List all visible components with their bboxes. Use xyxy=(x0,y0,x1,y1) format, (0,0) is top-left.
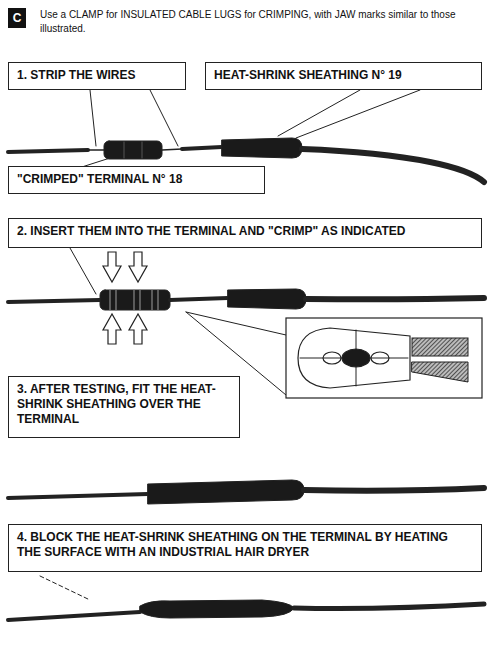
box-text: HEAT-SHRINK SHEATHING N° 19 xyxy=(214,68,473,83)
box-text: 4. BLOCK THE HEAT-SHRINK SHEATHING ON TH… xyxy=(17,530,473,560)
part-label-box: "CRIMPED" TERMINAL N° 18 xyxy=(8,166,265,194)
crimping-jaw xyxy=(298,328,410,388)
section-letter: C xyxy=(8,8,26,28)
box-text: "CRIMPED" TERMINAL N° 18 xyxy=(17,172,256,187)
instruction-note: Use a CLAMP for INSULATED CABLE LUGS for… xyxy=(40,8,480,36)
jaw-handle xyxy=(412,362,468,382)
terminal xyxy=(104,141,162,159)
jaw-handle xyxy=(412,338,468,356)
step-box: 1. STRIP THE WIRES xyxy=(8,62,186,90)
box-text: 1. STRIP THE WIRES xyxy=(17,68,177,83)
step-box: 3. AFTER TESTING, FIT THE HEAT-SHRINK SH… xyxy=(8,376,240,438)
heat-shrink-sheathing xyxy=(228,289,306,309)
wire xyxy=(8,150,88,152)
heat-shrink-sheathing xyxy=(222,138,302,158)
step-box: 2. INSERT THEM INTO THE TERMINAL AND "CR… xyxy=(8,218,482,248)
stripped-wire xyxy=(88,149,104,151)
crimp-arrows xyxy=(103,252,147,344)
cable xyxy=(302,149,484,182)
box-text: 3. AFTER TESTING, FIT THE HEAT-SHRINK SH… xyxy=(17,382,231,427)
box-text: C xyxy=(9,9,25,27)
wire xyxy=(182,147,222,149)
jaw-inset xyxy=(286,318,482,398)
box-text: 2. INSERT THEM INTO THE TERMINAL AND "CR… xyxy=(17,224,473,239)
crimped-terminal xyxy=(100,290,170,310)
stripped-wire xyxy=(162,149,182,150)
part-label-box: HEAT-SHRINK SHEATHING N° 19 xyxy=(205,62,482,90)
shrunk-sheathing xyxy=(140,600,294,618)
heat-shrink-sheathing xyxy=(148,480,304,504)
step-box: 4. BLOCK THE HEAT-SHRINK SHEATHING ON TH… xyxy=(8,524,482,572)
